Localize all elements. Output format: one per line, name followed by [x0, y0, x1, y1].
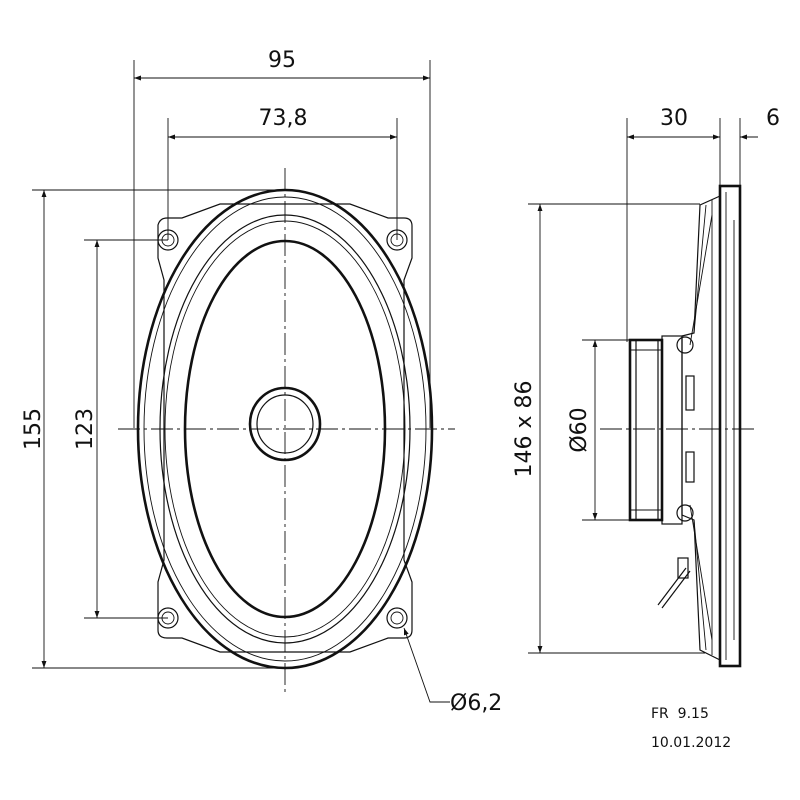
dim-height-holes: 123	[73, 408, 98, 450]
model-label: FR 9.15	[651, 706, 709, 722]
front-view	[118, 168, 455, 695]
mounting-hole-bottom-right	[386, 607, 408, 629]
terminal-tab-2	[685, 451, 695, 483]
date-label: 10.01.2012	[651, 735, 731, 751]
dim-width-holes: 73,8	[259, 106, 308, 131]
dim-depth: 30	[660, 106, 688, 131]
front-dimensions: 95 73,8 155 123 Ø6,2	[21, 48, 502, 716]
magnet	[628, 338, 664, 522]
dim-height-outer: 155	[21, 408, 46, 450]
dim-flange: 6	[766, 106, 780, 131]
terminal-tab-1	[685, 375, 695, 411]
dim-cutout: 146 x 86	[512, 381, 537, 478]
hole-leader	[403, 627, 450, 703]
dim-width-outer: 95	[268, 48, 296, 73]
side-view	[600, 184, 755, 668]
basket-body	[681, 195, 721, 661]
side-dimensions: 30 6 146 x 86 Ø60	[512, 106, 780, 654]
flange	[718, 184, 742, 668]
solder-tag	[657, 567, 687, 606]
pole-plate	[661, 335, 683, 525]
title-block: FR 9.15 10.01.2012	[651, 706, 731, 751]
mounting-frame	[157, 203, 413, 653]
dim-magnet-diameter: Ø60	[567, 407, 592, 452]
dim-hole-diameter: Ø6,2	[450, 691, 502, 716]
